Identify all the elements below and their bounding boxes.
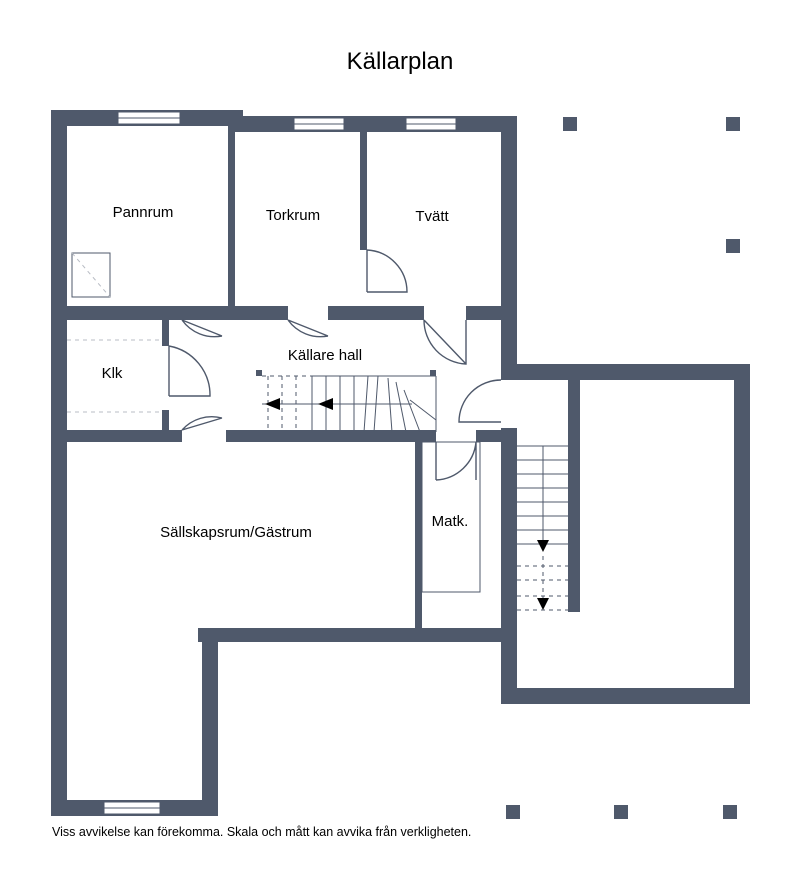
- room-label-klk: Klk: [102, 365, 123, 382]
- windows: [103, 111, 457, 815]
- matk-box: [421, 441, 481, 593]
- room-label-pannrum: Pannrum: [113, 204, 174, 221]
- doors: [168, 249, 502, 481]
- hall-stairs: [262, 375, 437, 433]
- plan-title: Källarplan: [346, 48, 454, 75]
- walls: [51, 110, 750, 816]
- room-label-torkrum: Torkrum: [266, 207, 320, 224]
- annex-stairs: [517, 445, 568, 611]
- room-label-matk: Matk.: [432, 513, 469, 530]
- room-label-sallskapsrum: Sällskapsrum/Gästrum: [160, 524, 312, 541]
- room-label-kallare-hall: Källare hall: [288, 347, 362, 364]
- room-label-tvatt: Tvätt: [415, 208, 449, 225]
- posts: [506, 117, 740, 819]
- boiler: [71, 252, 111, 298]
- disclaimer-text: Viss avvikelse kan förekomma. Skala och …: [52, 825, 472, 839]
